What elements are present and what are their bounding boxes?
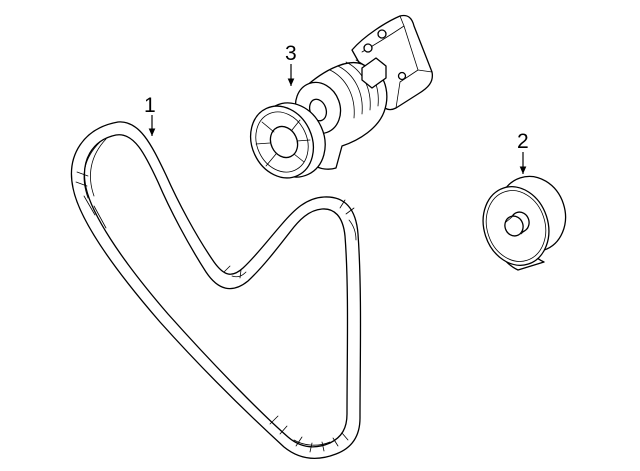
- serpentine-belt[interactable]: [70, 121, 362, 459]
- callout-number: 3: [285, 42, 297, 65]
- callout-number: 1: [144, 94, 156, 117]
- callout-2: 2: [517, 130, 529, 174]
- callout-1: 1: [144, 94, 156, 136]
- callout-3: 3: [285, 42, 297, 86]
- callout-number: 2: [517, 130, 529, 153]
- idler-pulley[interactable]: [473, 168, 575, 274]
- belt-tensioner[interactable]: [239, 14, 434, 188]
